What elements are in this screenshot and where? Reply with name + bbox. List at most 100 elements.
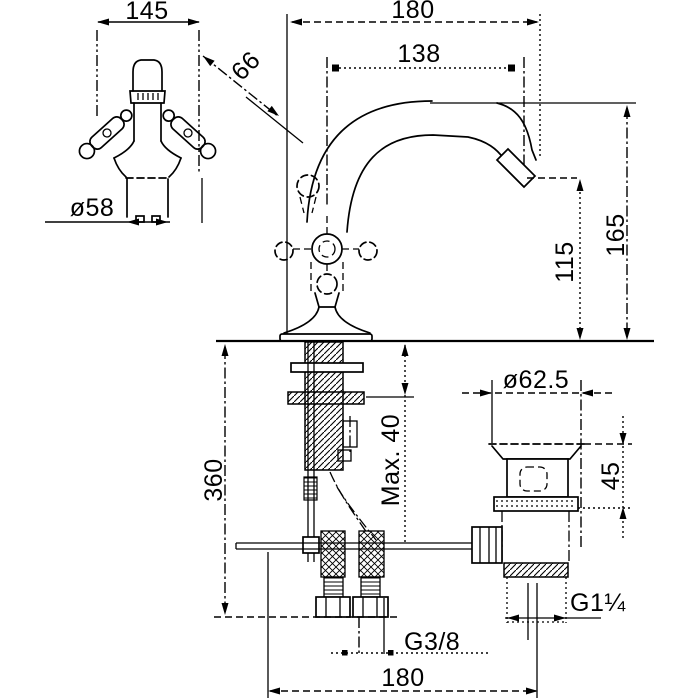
- dim-endpoint: [508, 64, 515, 72]
- side-view: 180 138: [216, 0, 654, 343]
- faucet-plan-outline: [78, 59, 217, 223]
- dim-endpoint: [342, 650, 348, 656]
- popup-pivot-nut: [471, 526, 503, 564]
- dim-spout-top-height-label: 165: [602, 213, 630, 256]
- handle-hub-inner: [318, 240, 336, 258]
- shank-detail: [337, 449, 352, 462]
- arrowhead: [527, 18, 539, 26]
- arrowhead: [156, 218, 168, 226]
- body-hidden-edges: [310, 262, 344, 293]
- dim-max-thickness-label: Max. 40: [377, 414, 405, 506]
- leader-line: [245, 96, 304, 144]
- handle-cap: [162, 109, 176, 122]
- arrowhead: [576, 328, 584, 340]
- handle-right-knob: [358, 241, 378, 261]
- ring-texture: [496, 500, 576, 507]
- left-handle-plan: [78, 109, 133, 160]
- dim-outlet-height-label: 115: [551, 241, 579, 282]
- mounting-nut: [287, 391, 365, 405]
- dim-waste-thread-label: G1¼: [570, 589, 626, 617]
- dim-supply-thread-label: G3/8: [404, 628, 460, 656]
- arrowhead: [267, 105, 279, 116]
- overflow-hole: [519, 466, 548, 492]
- arrowhead: [127, 218, 139, 226]
- arrowhead: [623, 105, 631, 117]
- arrowhead: [619, 507, 627, 519]
- base-sides: [126, 178, 169, 218]
- bonnet: [314, 292, 340, 308]
- handle-hub: [102, 128, 112, 138]
- collar-detail: [137, 93, 159, 100]
- handle-knob: [199, 142, 217, 160]
- dim-spout-projection-label: 138: [397, 40, 440, 68]
- left-hose-braid: [320, 530, 346, 578]
- dim-waste-height-label: 45: [597, 462, 625, 491]
- arrowhead: [554, 614, 566, 622]
- spout-top-dome: [132, 59, 163, 92]
- waste-thread-band: [503, 562, 569, 578]
- spout-column: [133, 102, 162, 142]
- dim-top-width-label: 145: [125, 0, 168, 25]
- washer: [290, 362, 364, 373]
- body-flare: [113, 140, 182, 159]
- handle-hub: [311, 233, 343, 265]
- left-hose-thread: [323, 576, 344, 598]
- handle-cap: [119, 109, 133, 122]
- spout-inner-curve: [346, 134, 505, 233]
- plan-view: 145 66: [45, 0, 304, 226]
- right-handle-plan: [162, 109, 217, 160]
- arrowhead: [623, 328, 631, 340]
- dim-under-counter-height-label: 360: [200, 458, 228, 501]
- dim-waste-offset-label: 180: [381, 664, 424, 692]
- arrowhead: [290, 18, 302, 26]
- arrowhead: [576, 179, 584, 191]
- horizontal-lever-rod: [235, 542, 478, 550]
- dim-handle-diagonal-label: 66: [226, 46, 266, 86]
- arrowhead: [221, 603, 229, 615]
- arrowhead: [581, 389, 593, 397]
- waste-assembly: ø62.5 45: [462, 366, 632, 698]
- waste-ring: [493, 496, 579, 512]
- arrowhead: [203, 56, 215, 67]
- lift-rod: [307, 342, 315, 562]
- body-bell: [283, 306, 371, 334]
- dim-endpoint: [332, 64, 339, 72]
- right-hose-braid: [358, 530, 385, 578]
- dim-overall-projection-label: 180: [391, 0, 434, 24]
- flange-sides: [491, 445, 582, 460]
- body-waist: [113, 157, 182, 178]
- handle-left-knob: [274, 241, 294, 261]
- lift-rod-thread: [303, 476, 318, 501]
- installation-view: 360 Max. 40 G3/8 180: [200, 341, 538, 698]
- arrowhead: [221, 344, 229, 356]
- threaded-shank: [304, 341, 344, 471]
- arrowhead: [480, 389, 492, 397]
- dim-base-diameter-label: ø58: [70, 194, 115, 222]
- arrowhead: [507, 614, 519, 622]
- arrowhead: [401, 383, 409, 395]
- arrowhead: [526, 687, 538, 695]
- spout-collar: [129, 90, 166, 104]
- arrowhead: [268, 687, 280, 695]
- spout-aerator: [495, 147, 537, 189]
- arrowhead: [401, 344, 409, 356]
- arrowhead: [97, 18, 109, 26]
- waste-body: [471, 443, 585, 698]
- handle-hub: [183, 128, 193, 138]
- right-hose-thread: [360, 576, 381, 598]
- spout-side: [306, 100, 537, 233]
- handle-side: [274, 174, 378, 342]
- handle-top-knob: [296, 174, 320, 198]
- aerator-detail: [501, 164, 525, 188]
- waste-tube-sides: [501, 511, 570, 562]
- rod-clamp: [302, 536, 320, 554]
- handle-bottom-knob: [316, 273, 338, 295]
- handle-knob: [78, 142, 96, 160]
- spout-outer-tip-curve: [496, 102, 537, 161]
- dim-endpoint: [388, 650, 394, 656]
- hose-curve: [329, 471, 368, 534]
- arrowhead: [188, 18, 200, 26]
- left-hose-nut: [315, 596, 351, 618]
